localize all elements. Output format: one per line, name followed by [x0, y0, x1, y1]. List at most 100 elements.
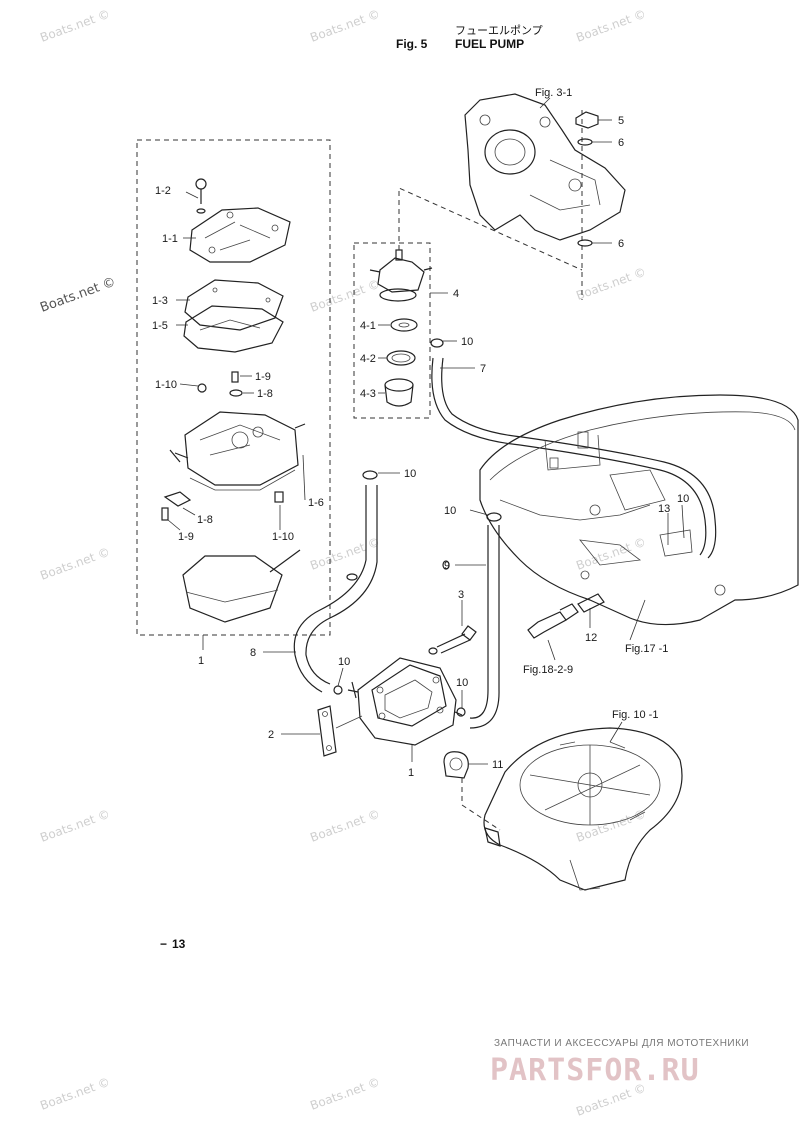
label-10-b: 10	[404, 468, 416, 480]
partsfor-logo: PARTSFOR.RU	[490, 1053, 700, 1088]
leader-line	[547, 639, 556, 661]
washer-6-lower	[577, 239, 593, 247]
leader-line	[539, 97, 551, 109]
fuel-hose-9-edge	[469, 525, 500, 729]
label-6-upper: 6	[618, 137, 624, 149]
o-ring-4-2	[386, 350, 416, 366]
ref-fig-3-1: Fig. 3-1	[535, 87, 572, 99]
hose-clamp-11	[443, 751, 469, 779]
watermark: Boats.net ©	[308, 277, 382, 315]
watermark: Boats.net ©	[38, 807, 112, 845]
pump-assembly-group-box	[136, 139, 331, 636]
label-4-1: 4-1	[360, 320, 376, 332]
label-1-5: 1-5	[152, 320, 168, 332]
gasket-1-5	[183, 305, 284, 353]
fig-title: FUEL PUMP	[455, 37, 524, 51]
watermark: Boats.net ©	[38, 7, 112, 45]
fuel-filter-4	[369, 249, 433, 302]
screw-1-2	[195, 178, 207, 214]
label-1-8-upper: 1-8	[257, 388, 273, 400]
pump-lower-housing	[182, 549, 301, 623]
fuel-hose-7	[431, 357, 707, 556]
watermark: Boats.net ©	[308, 1075, 382, 1113]
label-8: 8	[250, 647, 256, 659]
label-1-1: 1-1	[162, 233, 178, 245]
group-box-leaders	[167, 191, 306, 531]
watermark: Boats.net ©	[38, 545, 112, 583]
label-1-10-upper: 1-10	[155, 379, 177, 391]
diaphragm-1-3	[184, 279, 284, 331]
label-11: 11	[492, 759, 503, 771]
label-1-6: 1-6	[308, 497, 324, 509]
label-1-pump: 1	[408, 767, 414, 779]
bolt-3	[428, 625, 477, 655]
title-japanese: フューエルポンプ	[455, 24, 543, 37]
watermark: Boats.net ©	[574, 807, 648, 845]
watermark: Boats.net ©	[574, 7, 648, 45]
mount-reference-line	[398, 187, 583, 271]
mounting-plate-2	[317, 705, 337, 757]
filter-cup-4-3	[384, 378, 414, 407]
watermark: Boats.net ©	[38, 275, 118, 316]
pump-cover-1-1	[189, 207, 291, 263]
label-10-c: 10	[444, 505, 456, 517]
ref-fig-18-2-9: Fig.18-2-9	[523, 664, 573, 676]
clip-10	[362, 470, 378, 480]
watermark: Boats.net ©	[308, 535, 382, 573]
connector-12	[527, 593, 605, 639]
leader-line	[629, 599, 646, 641]
watermark: Boats.net ©	[38, 1075, 112, 1113]
label-13: 13	[658, 503, 670, 515]
body-gasket	[189, 469, 296, 491]
filter-element-4-1	[390, 318, 418, 332]
label-1-group: 1	[198, 655, 204, 667]
ref-fig-10-1: Fig. 10 -1	[612, 709, 658, 721]
label-1-3: 1-3	[152, 295, 168, 307]
leader-line	[469, 509, 489, 516]
label-4-3: 4-3	[360, 388, 376, 400]
label-1-9-upper: 1-9	[255, 371, 271, 383]
nut-5	[575, 111, 599, 129]
label-9: 9	[444, 560, 450, 572]
label-3: 3	[458, 589, 464, 601]
clamp-reference-line	[461, 778, 501, 831]
watermark: Boats.net ©	[308, 7, 382, 45]
footer-tagline: ЗАПЧАСТИ И АКСЕССУАРЫ ДЛЯ МОТОТЕХНИКИ	[494, 1038, 749, 1049]
ref-fig-17-1: Fig.17 -1	[625, 643, 668, 655]
page-number: 13	[172, 937, 186, 951]
fuel-hose-8-edge	[305, 485, 378, 685]
fuel-pump-1	[347, 657, 463, 746]
clip-10	[456, 707, 466, 717]
valve-parts-upper	[197, 371, 243, 397]
label-10-a: 10	[461, 336, 473, 348]
watermark-layer: Boats.net © Boats.net © Boats.net © Boat…	[38, 7, 648, 1119]
clip-10	[486, 512, 502, 522]
fuel-hose-8	[293, 485, 367, 693]
label-1-8-lower: 1-8	[197, 514, 213, 526]
clip-10	[333, 685, 343, 695]
label-12: 12	[585, 632, 597, 644]
label-4: 4	[453, 288, 459, 300]
label-10-f: 10	[677, 493, 689, 505]
label-10-d: 10	[338, 656, 350, 668]
label-1-10-lower: 1-10	[272, 531, 294, 543]
housing-fig-10-1	[483, 727, 683, 891]
plate-link-line	[335, 715, 363, 729]
label-5: 5	[618, 115, 624, 127]
label-2: 2	[268, 729, 274, 741]
bracket-fig-3-1	[464, 93, 626, 241]
label-4-2: 4-2	[360, 353, 376, 365]
label-6-lower: 6	[618, 238, 624, 250]
leader-line	[681, 504, 685, 539]
fuel-hose-9	[469, 525, 489, 719]
fig-number: Fig. 5	[396, 37, 428, 51]
label-1-9-lower: 1-9	[178, 531, 194, 543]
clip-10	[430, 338, 444, 348]
fuel-hose-7-edge	[441, 357, 717, 559]
washer-6-upper	[577, 138, 593, 146]
pump-body	[169, 411, 306, 486]
hose-end-marker	[442, 560, 450, 570]
hose-band	[346, 573, 358, 581]
